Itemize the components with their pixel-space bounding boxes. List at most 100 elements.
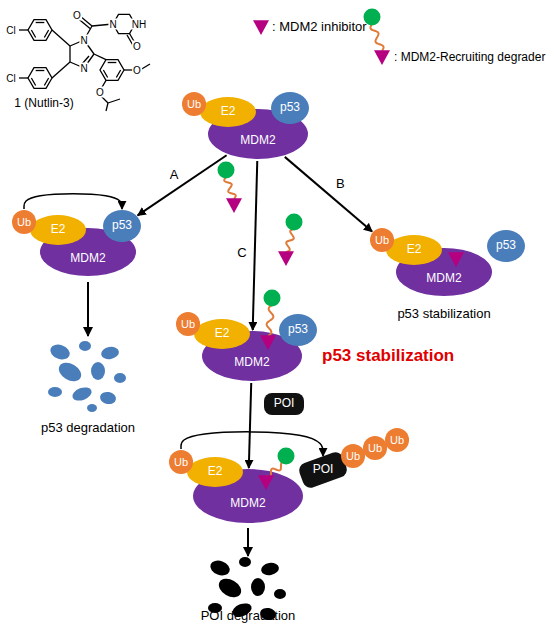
linker-squiggle [224, 177, 236, 199]
caption-label: POI degradation [201, 609, 296, 623]
ring-bond [28, 20, 52, 41]
bound-inhibitor [448, 252, 464, 267]
caption-label: p53 degradation [41, 421, 135, 435]
p53-fragment [87, 404, 97, 412]
ring-bond [100, 60, 124, 81]
linker-squiggle [267, 305, 274, 336]
atom-label: N [108, 19, 117, 30]
poi-fragment [251, 578, 265, 596]
node-ellipse [194, 319, 250, 349]
node-label: Ub [375, 234, 389, 246]
poi-ligand-circle [278, 448, 295, 465]
inhibitor-triangle [253, 20, 269, 35]
node-ellipse [103, 210, 141, 242]
node-ellipse [30, 215, 86, 245]
node-ellipse [396, 248, 492, 296]
node-label: E2 [215, 327, 230, 340]
poi-shape [264, 393, 304, 415]
node-ellipse [12, 210, 36, 234]
atom-label: Cl [5, 25, 16, 36]
node-label: E2 [221, 105, 236, 118]
node-ellipse [271, 92, 309, 124]
atom-label: N [79, 63, 88, 74]
atom-label: O [72, 10, 82, 21]
node-label: E2 [208, 465, 223, 478]
chemical-bond [52, 62, 70, 78]
p53-fragment [100, 346, 120, 361]
node-ellipse [187, 457, 243, 487]
inhibitor-triangle [258, 475, 274, 490]
ellipse-node: E2 [194, 319, 250, 349]
pathway-arrow [138, 155, 227, 215]
poi-fragment [208, 558, 232, 578]
node-label: p53 [112, 219, 132, 232]
ubiquitin-transfer-arc [24, 194, 122, 209]
node-label: MDM2 [426, 272, 461, 285]
free-degraders [218, 162, 303, 267]
ellipse-node: Ub [341, 444, 365, 468]
atom-label: O [95, 87, 105, 98]
p53-fragment [114, 373, 126, 383]
poi-fragment [239, 557, 251, 567]
double-bond [116, 70, 120, 77]
ellipse-node: Ub [12, 210, 36, 234]
node-label: Ub [187, 98, 201, 110]
node-ellipse [487, 230, 525, 262]
p53-fragment [48, 387, 62, 397]
bound-degrader [260, 290, 281, 351]
node-ellipse [363, 436, 387, 460]
node-label: Ub [174, 456, 188, 468]
inhibitor-triangle [226, 198, 242, 213]
ellipse-node: Ub [363, 436, 387, 460]
double-bond [31, 30, 35, 37]
node-ellipse [385, 428, 409, 452]
node-ellipse [182, 92, 206, 116]
node-label: p53 [496, 239, 516, 252]
pathway-letter: C [236, 246, 247, 260]
poi-ligand-circle [218, 162, 235, 179]
legend-text: : MDM2 inhibitor [272, 20, 367, 34]
caption-label: p53 stabilization [397, 307, 490, 321]
degradation-arrow [247, 528, 249, 556]
node-label: p53 [280, 101, 300, 114]
ellipse-node: p53 [103, 210, 141, 242]
node-label: E2 [407, 243, 422, 256]
node-label: Ub [346, 450, 360, 462]
double-bond [108, 62, 117, 63]
node-label: Ub [368, 442, 382, 454]
pathway-letter: A [169, 168, 180, 182]
bound-degrader [258, 448, 295, 491]
ellipse-node: E2 [200, 97, 256, 127]
node-label: POI [313, 463, 334, 476]
node-ellipse [279, 314, 317, 346]
linker-squiggle [286, 229, 294, 252]
pathway-letter: B [335, 177, 346, 191]
ellipse-node: E2 [386, 235, 442, 265]
linker-squiggle [266, 462, 286, 477]
double-bond [36, 70, 45, 71]
poi-ligand-circle [264, 290, 281, 307]
node-label: Ub [390, 434, 404, 446]
atom-label: NH [131, 19, 147, 30]
node-label: POI [274, 397, 295, 410]
pathway-arrow [285, 157, 372, 232]
node-label: Ub [17, 216, 31, 228]
node-ellipse [193, 469, 303, 523]
chemical-bond [69, 46, 70, 62]
pathway-arrow [249, 383, 251, 468]
legend-glyphs [253, 9, 390, 66]
chemical-bond [19, 77, 28, 78]
atom-label: O [132, 41, 142, 52]
node-ellipse [386, 235, 442, 265]
poi-ligand-circle [286, 214, 303, 231]
p53-fragment [71, 385, 94, 403]
ellipse-node: E2 [187, 457, 243, 487]
double-bond [36, 22, 45, 23]
p53-fragment [48, 342, 72, 362]
chemical-bond [19, 29, 28, 30]
legend-text: : MDM2-Recruiting degrader [394, 51, 545, 64]
degradation-arrow [87, 282, 89, 336]
node-label: p53 [288, 323, 308, 336]
ellipse-node: p53 [271, 92, 309, 124]
ellipse-node: Ub [169, 450, 193, 474]
